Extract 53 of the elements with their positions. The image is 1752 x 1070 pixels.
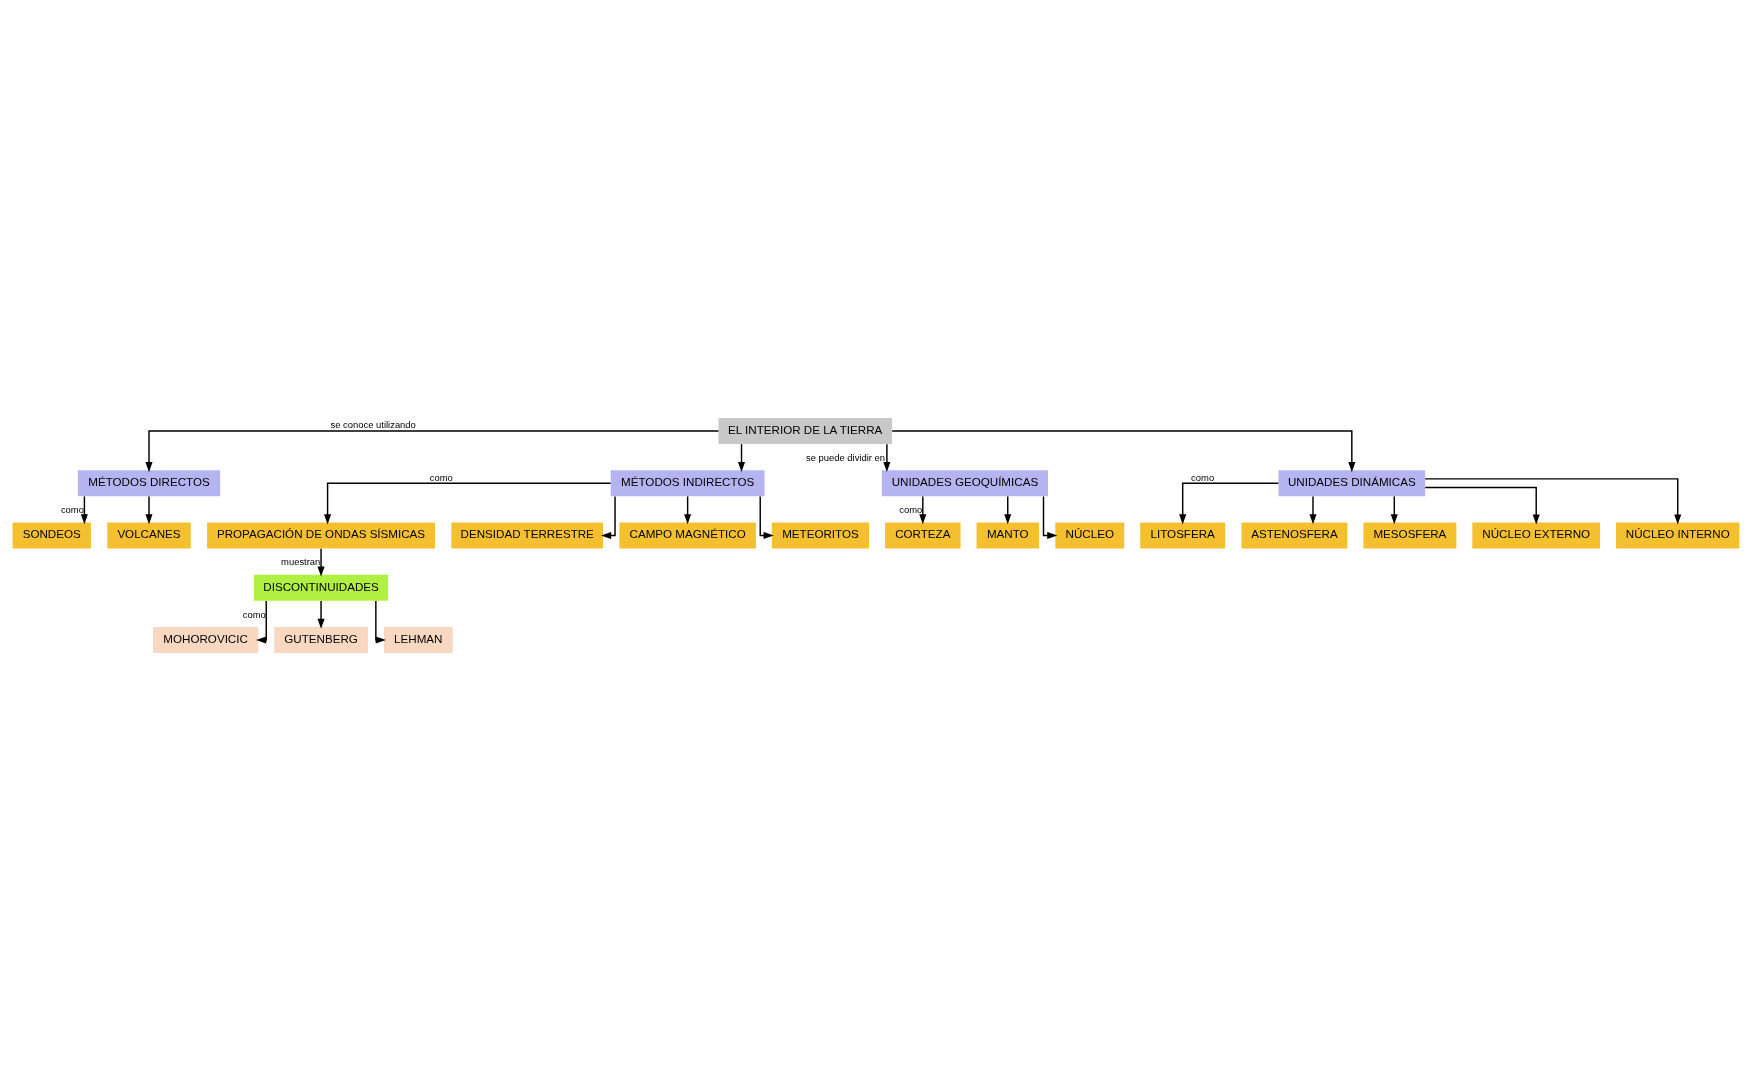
arrow [891,429,1356,472]
arrow [1179,482,1280,524]
arrow [1004,495,1012,524]
node-box: MÉTODOS INDIRECTOS [610,469,765,496]
node-box: VOLCANES [107,521,191,549]
arrow [1390,495,1398,524]
arrow [317,599,325,629]
node-box: NÚCLEO INTERNO [1616,521,1740,549]
arrow [737,442,746,472]
node-box: NÚCLEO EXTERNO [1472,521,1601,549]
node-box: CORTEZA [885,521,961,549]
node-box: ASTENOSFERA [1241,521,1348,549]
node-box: NÚCLEO [1055,521,1125,549]
node-box: DENSIDAD TERRESTRE [451,521,604,549]
edge-label: como [429,471,453,483]
arrow [375,599,386,644]
edge-label: se puede dividir en [805,451,886,463]
node-box: EL INTERIOR DE LA TIERRA [718,417,892,444]
arrow [145,429,720,472]
arrow [883,442,891,472]
arrow [80,495,88,524]
arrow [1424,486,1540,525]
arrow [601,495,616,539]
arrow [145,495,153,524]
node-box: MOHOROVICIC [153,626,259,653]
node-box: LITOSFERA [1140,521,1226,549]
node-box: MESOSFERA [1363,521,1457,549]
node-box: GUTENBERG [274,626,368,653]
node-box: MANTO [976,521,1039,549]
edge-label: muestran [281,555,321,567]
arrow [256,599,267,644]
arrow [684,495,692,524]
node-box: MÉTODOS DIRECTOS [77,469,221,496]
arrow [1424,477,1682,525]
node-box: DISCONTINUIDADES [253,574,389,601]
node-box: UNIDADES DINÁMICAS [1278,469,1426,496]
edge-label: como [242,608,266,620]
node-box: PROPAGACIÓN DE ONDAS SÍSMICAS [207,521,435,549]
node-box: UNIDADES GEOQUÍMICAS [881,469,1049,496]
arrow [324,482,612,524]
edge-label: como [60,503,84,515]
edge-label: se conoce utilizando [330,418,416,430]
node-box: SONDEOS [12,521,91,549]
node-box: CAMPO MAGNÉTICO [619,521,756,549]
edge-label: como [899,503,923,515]
edge-label: como [1191,471,1215,483]
arrow [317,547,325,577]
arrow [1309,495,1317,524]
node-box: METEORITOS [771,521,870,549]
arrow [919,495,927,524]
arrow [1042,495,1058,539]
node-box: LEHMAN [383,626,453,653]
arrow [759,495,774,539]
